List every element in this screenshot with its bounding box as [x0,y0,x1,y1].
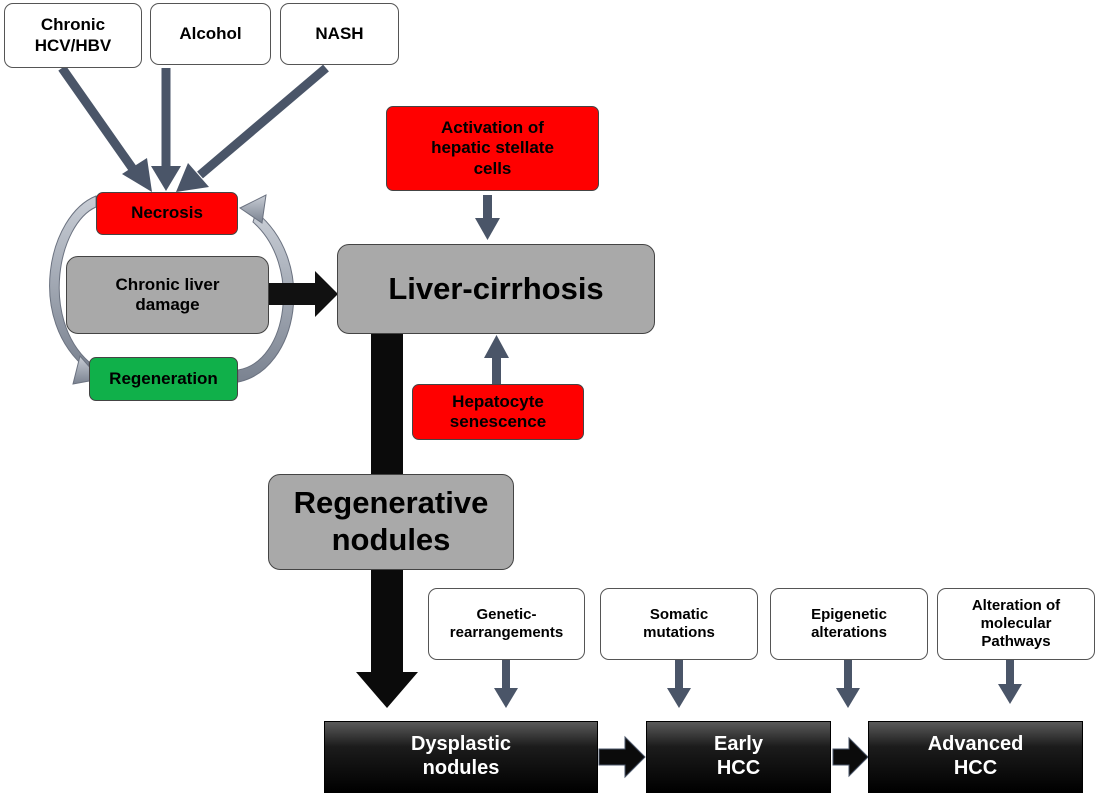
regenerative-nodules-box: Regenerative nodules [268,474,514,570]
genetic-factor-box: Genetic- rearrangements [428,588,585,660]
liver-cirrhosis-box: Liver-cirrhosis [337,244,655,334]
early-hcc-box: Early HCC [646,721,831,793]
stellate-box: Activation of hepatic stellate cells [386,106,599,191]
necrosis-box: Necrosis [96,192,238,235]
cause-alcohol: Alcohol [150,3,271,65]
epigenetic-factor-box: Epigenetic alterations [770,588,928,660]
factor-arrows [494,660,1022,708]
dysplastic-nodules-box: Dysplastic nodules [324,721,598,793]
stage-arrows [598,735,869,779]
nodules-to-dysplastic-arrow [356,569,418,708]
stellate-arrow [475,195,500,240]
advanced-hcc-box: Advanced HCC [868,721,1083,793]
pathways-factor-box: Alteration of molecular Pathways [937,588,1095,660]
cause-arrows [58,64,329,192]
senescence-arrow [484,335,509,384]
senescence-box: Hepatocyte senescence [412,384,584,440]
cirrhosis-to-nodules-connector [371,334,403,474]
cause-nash: NASH [280,3,399,65]
chronic-damage-box: Chronic liver damage [66,256,269,334]
damage-to-cirrhosis-arrow [269,271,338,317]
somatic-factor-box: Somatic mutations [600,588,758,660]
cause-hcv-hbv: Chronic HCV/HBV [4,3,142,68]
regeneration-box: Regeneration [89,357,238,401]
